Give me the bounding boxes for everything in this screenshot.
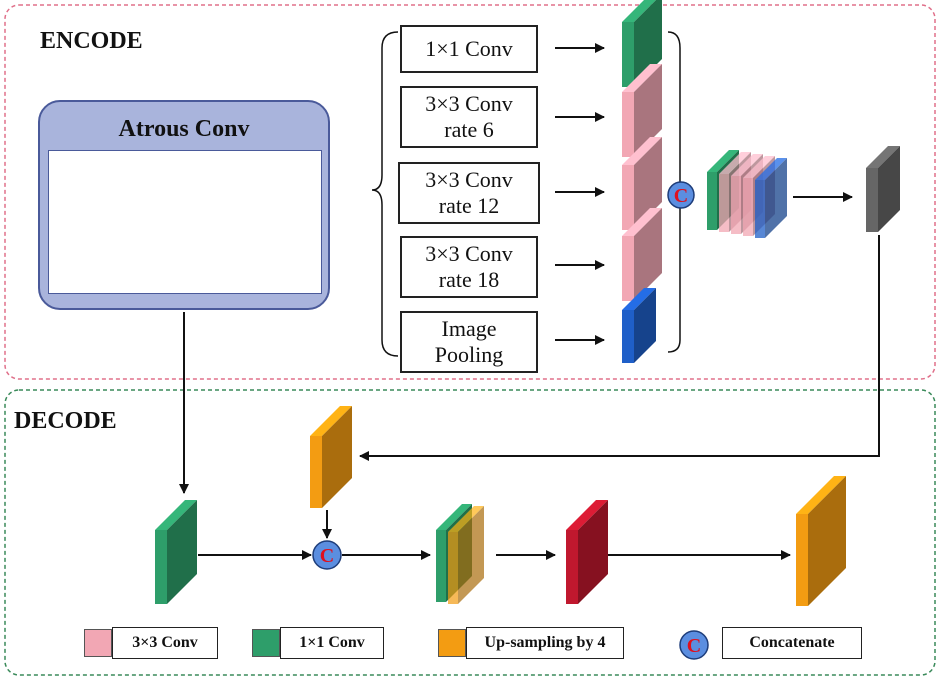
branch-output-pooling <box>622 288 656 363</box>
svg-text:C: C <box>687 635 701 657</box>
branch-3-rate: rate 12 <box>438 193 500 218</box>
atrous-conv-panel: Atrous Conv <box>38 100 330 310</box>
encode-title: ENCODE <box>40 28 143 54</box>
low-level-1x1-block <box>155 500 197 604</box>
svg-text:C: C <box>674 185 688 207</box>
branch-5-label: Image <box>441 316 497 341</box>
legend-concat-symbol: C <box>679 630 709 660</box>
decode-title: DECODE <box>14 408 117 434</box>
branch-output-rate-12 <box>622 137 662 230</box>
concat-symbol-decoder: C <box>312 540 342 570</box>
branch-output-rate-6 <box>622 64 662 157</box>
branch-2-label: 3×3 Conv <box>425 91 513 116</box>
legend-label-upsampling: Up-sampling by 4 <box>466 627 624 659</box>
encoder-output-path <box>359 235 880 461</box>
atrous-conv-title: Atrous Conv <box>118 116 250 142</box>
svg-text:C: C <box>320 545 334 567</box>
atrous-conv-graph <box>48 150 322 294</box>
upsample-block-1 <box>310 406 352 508</box>
encode-frame <box>4 4 936 380</box>
legend-label-3x3: 3×3 Conv <box>112 627 218 659</box>
left-brace <box>371 31 399 357</box>
branch-5-label-2: Pooling <box>434 342 504 367</box>
legend-swatch-upsampling <box>438 629 466 657</box>
branch-4-rate: rate 18 <box>438 267 500 292</box>
decode-frame <box>4 389 936 676</box>
branch-3-label: 3×3 Conv <box>425 167 513 192</box>
decoder-concat-orange <box>448 506 484 604</box>
legend-swatch-3x3 <box>84 629 112 657</box>
concat-stack-layer-5 <box>755 158 787 238</box>
upsample-block-2 <box>796 476 846 606</box>
branch-box-1x1-conv: 1×1 Conv <box>400 25 538 73</box>
branch-1-label: 1×1 Conv <box>425 36 513 61</box>
legend-swatch-1x1 <box>252 629 280 657</box>
branch-2-rate: rate 6 <box>444 117 494 142</box>
concat-symbol-encoder: C <box>667 181 695 209</box>
decoder-3x3-red <box>566 500 608 604</box>
legend-label-1x1: 1×1 Conv <box>280 627 384 659</box>
branch-4-label: 3×3 Conv <box>425 241 513 266</box>
legend-label-concatenate: Concatenate <box>722 627 862 659</box>
branch-output-rate-18 <box>622 208 662 301</box>
encoder-1x1-output <box>866 146 900 232</box>
